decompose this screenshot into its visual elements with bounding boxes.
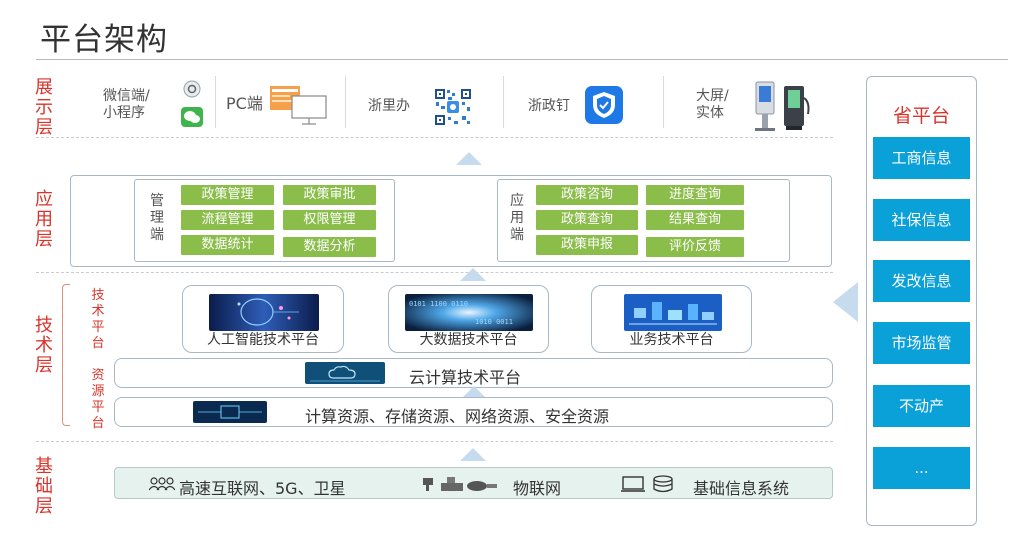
qr-code-icon: [434, 88, 472, 130]
layer-divider-app: [36, 272, 833, 273]
layer-label-base-text: 基础层: [35, 456, 53, 517]
ai-platform-card: 人工智能技术平台: [182, 285, 344, 353]
app-button-policy-query[interactable]: 政策查询: [536, 210, 638, 230]
layer-label-app-text: 应用层: [35, 189, 53, 250]
flow-arrow-up: [460, 448, 486, 461]
iot-label: 物联网: [513, 479, 562, 498]
provincial-platform-panel: 省平台 工商信息 社保信息 发改信息 市场监管 不动产 ...: [866, 76, 977, 526]
infrastructure-bar: 高速互联网、5G、卫星 物联网 基础信息系统: [114, 467, 833, 499]
layer-divider-tech: [36, 441, 833, 442]
bigdata-platform-card: 0101 1100 0110 1010 0011 大数据技术平台: [388, 285, 549, 353]
iot-devices-icon: [423, 477, 497, 491]
app-button-policy-consult[interactable]: 政策咨询: [536, 185, 638, 205]
tech-platform-sublabel: 技术平台: [91, 288, 105, 351]
provincial-item-social-security[interactable]: 社保信息: [873, 199, 970, 241]
business-platform-card: 业务技术平台: [591, 285, 752, 353]
flow-arrow-up: [456, 152, 482, 165]
display-screen-label: 大屏/ 实体: [696, 88, 729, 121]
svg-text:0101 1100 0110: 0101 1100 0110: [409, 300, 468, 308]
display-pc-label: PC端: [226, 94, 263, 113]
zhezhengding-shield-icon: [585, 86, 623, 128]
mgmt-button-data-analysis[interactable]: 数据分析: [283, 237, 376, 257]
mgmt-button-policy-approval[interactable]: 政策审批: [283, 185, 376, 205]
app-button-result-query[interactable]: 结果查询: [646, 210, 744, 230]
users-network-icon: [149, 477, 175, 491]
page-title: 平台架构: [40, 22, 168, 58]
wechat-miniprogram-icon: [181, 80, 203, 132]
provincial-platform-title: 省平台: [892, 105, 950, 127]
layer-label-tech: 技术层: [33, 316, 55, 376]
application-client-label: 应用端: [510, 193, 524, 243]
title-divider: [36, 59, 1008, 60]
resources-label: 计算资源、存储资源、网络资源、安全资源: [305, 407, 610, 426]
layer-label-tech-text: 技术层: [35, 315, 53, 376]
resources-chip-image: [193, 401, 267, 423]
mgmt-button-permission-management[interactable]: 权限管理: [283, 210, 376, 230]
provincial-item-more[interactable]: ...: [873, 447, 970, 489]
display-divider: [345, 76, 346, 128]
business-network-image: [624, 294, 722, 331]
management-client-group: 管理端 政策管理 政策审批 流程管理 权限管理 数据统计 数据分析: [134, 179, 395, 262]
business-platform-label: 业务技术平台: [629, 332, 714, 348]
tech-layer-bracket: [62, 284, 70, 426]
computer-database-icon: [621, 475, 673, 493]
provincial-item-real-estate[interactable]: 不动产: [873, 385, 970, 427]
application-layer-panel: [70, 175, 832, 267]
layer-label-base: 基础层: [33, 457, 55, 517]
display-divider: [503, 76, 504, 128]
display-zheliban-label: 浙里办: [368, 98, 410, 114]
resource-platform-sublabel: 资源平台: [91, 368, 105, 431]
mgmt-button-process-management[interactable]: 流程管理: [181, 210, 274, 230]
network-label: 高速互联网、5G、卫星: [179, 479, 346, 498]
layer-divider-display: [36, 137, 833, 138]
management-client-label: 管理端: [150, 193, 164, 243]
layer-label-display-text: 展示层: [35, 77, 53, 138]
cloud-platform-bar: 云计算技术平台: [114, 358, 833, 388]
application-client-group: 应用端 政策咨询 进度查询 政策查询 结果查询 政策申报 评价反馈: [497, 179, 790, 262]
display-wechat-label: 微信端/ 小程序: [103, 88, 150, 121]
cloud-platform-label: 云计算技术平台: [409, 368, 522, 387]
flow-arrow-up: [461, 386, 487, 399]
resources-bar: 计算资源、存储资源、网络资源、安全资源: [114, 397, 833, 427]
svg-text:1010 0011: 1010 0011: [475, 318, 513, 326]
kiosk-terminal-icon: [752, 80, 812, 136]
app-button-policy-apply[interactable]: 政策申报: [536, 235, 638, 255]
pc-monitor-icon: [270, 86, 328, 132]
app-button-feedback[interactable]: 评价反馈: [646, 237, 744, 257]
provincial-item-development-reform[interactable]: 发改信息: [873, 260, 970, 302]
provincial-item-market-regulation[interactable]: 市场监管: [873, 322, 970, 364]
display-zhezhengding-label: 浙政钉: [528, 98, 570, 114]
flow-arrow-up: [460, 268, 486, 281]
provincial-item-business-registry[interactable]: 工商信息: [873, 137, 970, 179]
ai-brain-image: [209, 294, 319, 331]
provincial-data-arrow: [833, 282, 858, 322]
info-system-label: 基础信息系统: [693, 479, 790, 498]
bigdata-tunnel-image: 0101 1100 0110 1010 0011: [405, 294, 533, 331]
layer-label-app: 应用层: [33, 190, 55, 250]
ai-platform-label: 人工智能技术平台: [207, 332, 319, 348]
app-button-progress-query[interactable]: 进度查询: [646, 185, 744, 205]
mgmt-button-policy-management[interactable]: 政策管理: [181, 185, 274, 205]
bigdata-platform-label: 大数据技术平台: [419, 332, 518, 348]
cloud-computing-image: [305, 362, 385, 384]
mgmt-button-data-statistics[interactable]: 数据统计: [181, 235, 274, 255]
layer-label-display: 展示层: [33, 78, 55, 138]
display-divider: [663, 76, 664, 128]
display-divider: [215, 76, 216, 128]
